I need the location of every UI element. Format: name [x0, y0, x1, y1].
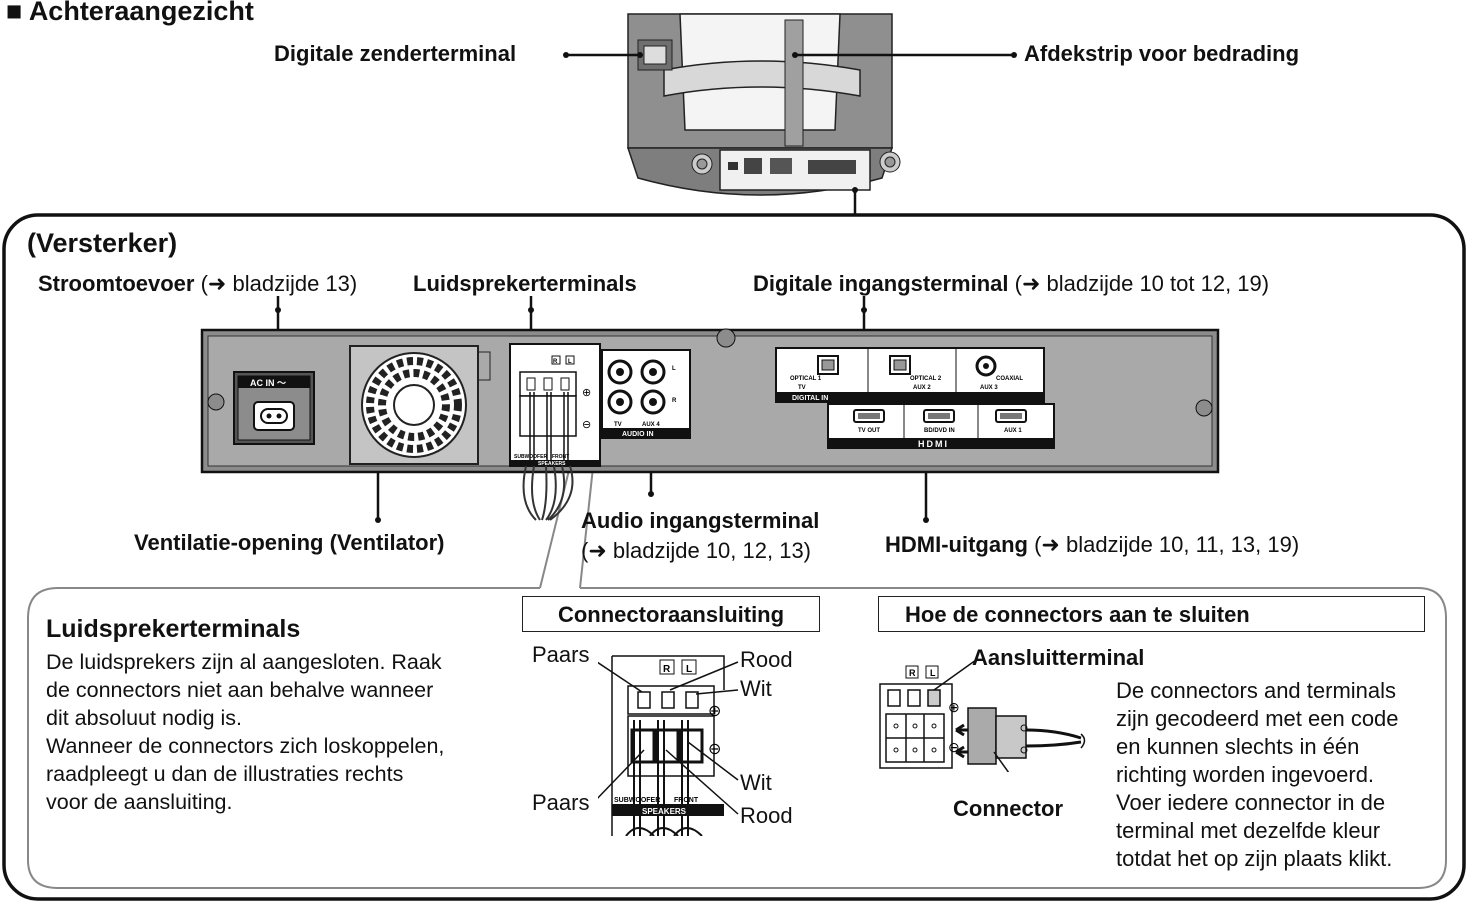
ventilation-label: Ventilatie-opening (Ventilator) [134, 530, 445, 555]
optical1-text: OPTICAL 1 [790, 376, 822, 382]
info-line: dit absoluut nodig is. [46, 706, 243, 730]
digital-in-text: DIGITAL IN [792, 395, 828, 402]
power-label: Stroomtoevoer (➜ bladzijde 13) [38, 271, 357, 297]
audio-r-text: R [672, 398, 677, 404]
wit-bottom-label: Wit [740, 770, 772, 795]
hdmi-out-label: HDMI-uitgang (➜ bladzijde 10, 11, 13, 19… [885, 532, 1299, 558]
audio-tv-text: TV [614, 422, 622, 428]
digital-transmitter-label: Digitale zenderterminal [274, 41, 517, 66]
howto-r-text: R [909, 668, 916, 678]
howto-l-text: L [930, 668, 936, 678]
optical2-text: OPTICAL 2 [910, 376, 942, 382]
conn-front-text: FRONT [674, 797, 699, 804]
info-line: voor de aansluiting. [46, 790, 233, 814]
power-ref: (➜ bladzijde 13) [200, 271, 358, 296]
speakers-text: SPEAKERS [538, 461, 566, 467]
coaxial-text: COAXIAL [996, 376, 1023, 382]
howto-minus: ⊖ [948, 739, 960, 755]
hdmi-logo-text: HDMI [918, 439, 949, 449]
amplifier-rear-panel: AC IN ～ R L ⊕ ⊖ SUBWOOFER FRONT SPEAKERS… [200, 328, 1220, 521]
tv-out-text: TV OUT [858, 428, 880, 434]
info-line: Wanneer de connectors zich loskoppelen, [46, 734, 445, 758]
digital-in-label: Digitale ingangsterminal (➜ bladzijde 10… [753, 271, 1269, 297]
digital-in-name: Digitale ingangsterminal [753, 271, 1009, 296]
conn-subwoofer-text: SUBWOOFER [614, 797, 660, 804]
section-title: Achteraangezicht [28, 0, 254, 26]
howto-line: en kunnen slechts in één [1116, 734, 1360, 759]
conn-speakers-text: SPEAKERS [642, 807, 687, 816]
howto-line: terminal met dezelfde kleur [1116, 818, 1381, 843]
wit-top-label: Wit [740, 676, 772, 701]
subwoofer-text: SUBWOOFER [514, 454, 547, 460]
howto-paragraph: De connectors and terminals zijn gecodee… [1116, 677, 1399, 873]
info-paragraph: De luidsprekers zijn al aangesloten. Raa… [46, 648, 444, 816]
info-heading: Luidsprekerterminals [46, 615, 301, 643]
aux2-text: AUX 2 [913, 385, 931, 391]
product-rear-illustration [626, 13, 901, 196]
aux3-text: AUX 3 [980, 385, 998, 391]
howto-line: richting worden ingevoerd. [1116, 762, 1375, 787]
connector-label: Connector [953, 796, 1063, 821]
speaker-minus: ⊖ [582, 419, 591, 431]
front-text: FRONT [552, 454, 569, 460]
conn-r-text: R [663, 664, 671, 675]
connector-box-title: Connectoraansluiting [522, 596, 820, 632]
howto-line: Voer iedere connector in de [1116, 790, 1386, 815]
howto-box-title: Hoe de connectors aan te sluiten [878, 596, 1425, 632]
speaker-l-text: L [568, 359, 572, 365]
howto-line: zijn gecodeerd met een code [1116, 706, 1399, 731]
paars-bottom-label: Paars [532, 790, 590, 815]
conn-l-text: L [686, 664, 692, 675]
aux4-text: AUX 4 [642, 422, 660, 428]
cover-strip-label: Afdekstrip voor bedrading [1024, 41, 1300, 66]
ac-in-text: AC IN ～ [250, 378, 286, 388]
digital-in-ref: (➜ bladzijde 10 tot 12, 19) [1014, 271, 1270, 296]
aux1-text: AUX 1 [1004, 428, 1022, 434]
howto-illustration: R L ⊕ ⊖ [879, 660, 1086, 772]
info-line: de connectors niet aan behalve wanneer [46, 678, 434, 702]
audio-l-text: L [672, 366, 676, 372]
hdmi-out-name: HDMI-uitgang [885, 532, 1028, 557]
speaker-r-text: R [553, 359, 558, 365]
section-marker: ■ [6, 0, 23, 26]
conn-minus: ⊖ [708, 741, 721, 758]
info-line: De luidsprekers zijn al aangesloten. Raa… [46, 650, 442, 674]
speaker-terminals-label: Luidsprekerterminals [413, 271, 637, 296]
info-line: raadpleegt u dan de illustraties rechts [46, 762, 404, 786]
conn-plus: ⊕ [708, 703, 721, 720]
digital-tv-text: TV [798, 385, 806, 391]
rood-bottom-label: Rood [740, 803, 793, 828]
audio-in-ref: (➜ bladzijde 10, 12, 13) [581, 538, 812, 563]
audio-in-name: Audio ingangsterminal [581, 508, 820, 533]
terminal-label: Aansluitterminal [972, 645, 1145, 670]
amp-title: (Versterker) [27, 228, 178, 258]
howto-line: totdat het op zijn plaats klikt. [1116, 846, 1393, 871]
audio-in-text: AUDIO IN [622, 431, 654, 438]
section-heading: ■ Achteraangezicht [6, 0, 254, 27]
speaker-plus: ⊕ [582, 387, 591, 399]
howto-plus: ⊕ [948, 699, 960, 715]
rood-top-label: Rood [740, 647, 793, 672]
howto-line: De connectors and terminals [1116, 678, 1397, 703]
bd-dvd-in-text: BD/DVD IN [924, 428, 955, 434]
paars-top-label: Paars [532, 642, 590, 667]
hdmi-out-ref: (➜ bladzijde 10, 11, 13, 19) [1034, 532, 1300, 557]
connector-detail-illustration: R L ⊕ ⊖ SUBWOOFER FRONT SPEAKERS [598, 655, 739, 836]
power-name: Stroomtoevoer [38, 271, 195, 296]
